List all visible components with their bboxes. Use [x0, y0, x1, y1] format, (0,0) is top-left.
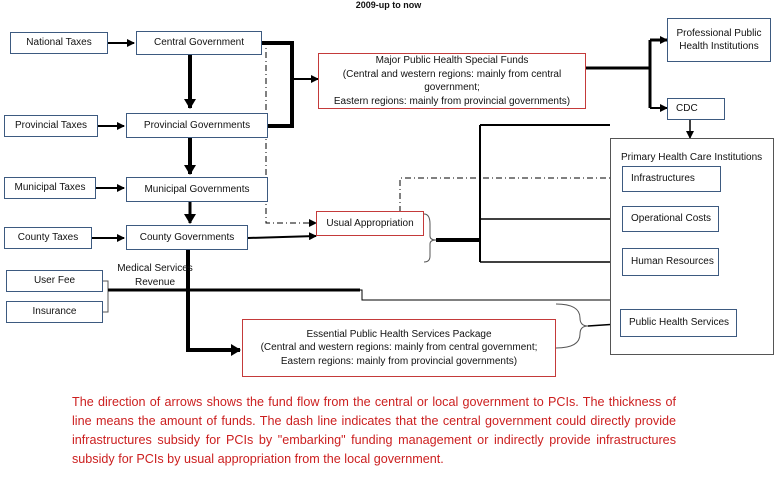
- major-funds-note-1: (Central and western regions: mainly fro…: [342, 68, 562, 94]
- node-public-health-services: Public Health Services: [620, 309, 737, 337]
- node-central-government: Central Government: [136, 31, 262, 55]
- node-user-fee: User Fee: [6, 270, 103, 292]
- essential-package-title: Essential Public Health Services Package: [306, 328, 492, 340]
- node-essential-package: Essential Public Health Services Package…: [242, 319, 556, 377]
- node-human-resources: Human Resources: [622, 248, 719, 276]
- label-medical-services-revenue: Medical Services Revenue: [117, 263, 193, 288]
- node-operational-costs: Operational Costs: [622, 206, 719, 232]
- dash-usual-to-infrastructures: [399, 174, 621, 212]
- node-insurance: Insurance: [6, 301, 103, 323]
- line-county-to-essential: [186, 250, 241, 356]
- brace-essential: [555, 303, 589, 349]
- dash-central-to-usual: [262, 42, 317, 227]
- major-funds-title: Major Public Health Special Funds: [375, 55, 529, 66]
- phc-institutions-label: Primary Health Care Institutions: [621, 152, 763, 163]
- caption-text: The direction of arrows shows the fund f…: [72, 395, 676, 466]
- essential-package-note-1: (Central and western regions: mainly fro…: [260, 342, 538, 354]
- node-cdc: CDC: [667, 98, 725, 120]
- node-professional-institutions: Professional Public Health Institutions: [667, 18, 771, 62]
- node-infrastructures: Infrastructures: [622, 166, 721, 192]
- node-municipal-taxes: Municipal Taxes: [4, 177, 96, 199]
- node-major-funds: Major Public Health Special Funds (Centr…: [318, 53, 586, 109]
- node-county-governments: County Governments: [126, 225, 248, 250]
- node-municipal-governments: Municipal Governments: [126, 177, 268, 202]
- node-provincial-governments: Provincial Governments: [126, 113, 268, 138]
- line-revenue-to-phc: [360, 289, 610, 301]
- brace-fees: [103, 280, 109, 313]
- brace-usual: [423, 213, 437, 263]
- node-usual-appropriation: Usual Appropriation: [316, 211, 424, 236]
- node-county-taxes: County Taxes: [4, 227, 92, 249]
- node-provincial-taxes: Provincial Taxes: [4, 115, 98, 137]
- line-central-to-major-funds: [262, 41, 294, 128]
- diagram-title: 2009-up to now: [355, 0, 422, 10]
- major-funds-note-2: Eastern regions: mainly from provincial …: [333, 95, 571, 107]
- node-national-taxes: National Taxes: [10, 32, 108, 54]
- arrow-county-to-usual: [247, 232, 317, 241]
- essential-package-note-2: Eastern regions: mainly from provincial …: [280, 355, 518, 367]
